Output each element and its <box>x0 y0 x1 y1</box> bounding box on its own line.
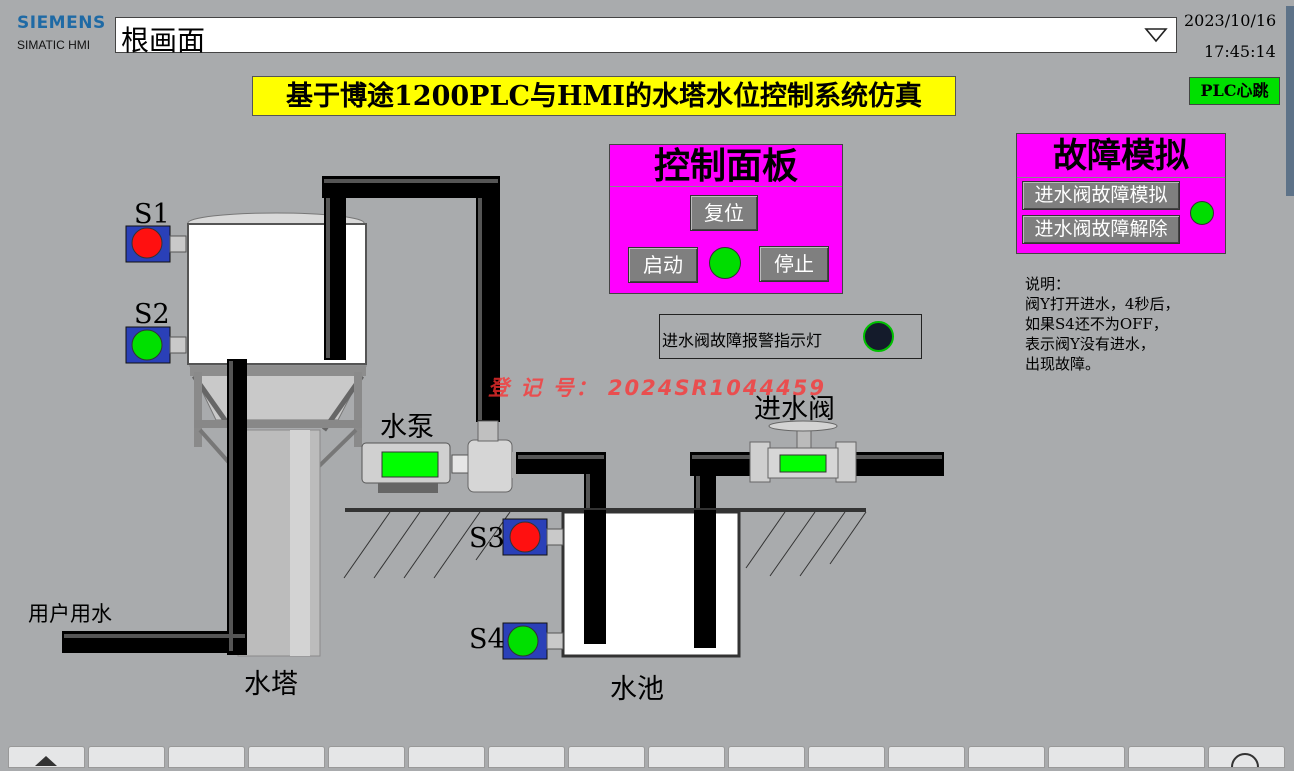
top-bar: SIEMENS SIMATIC HMI 根画面 2023/10/16 17:45… <box>0 0 1294 62</box>
stop-button[interactable]: 停止 <box>759 246 829 282</box>
run-indicator <box>709 247 741 279</box>
valve-label: 进水阀 <box>754 394 835 425</box>
function-key[interactable] <box>168 746 245 768</box>
alarm-label: 进水阀故障报警指示灯 <box>662 331 823 350</box>
sensor-s4-label: S4 <box>469 624 505 655</box>
screen-selector-value: 根画面 <box>121 24 206 57</box>
function-key[interactable] <box>328 746 405 768</box>
fault-indicator <box>1190 201 1214 225</box>
chevron-down-icon[interactable] <box>1144 24 1168 46</box>
pump-label: 水泵 <box>380 412 434 443</box>
control-panel-title: 控制面板 <box>610 145 842 187</box>
fault-panel-title: 故障模拟 <box>1017 134 1225 178</box>
settings-icon <box>1231 753 1259 771</box>
note-line: 说明： <box>1025 275 1071 293</box>
fault-clear-button[interactable]: 进水阀故障解除 <box>1022 215 1180 244</box>
function-key[interactable] <box>808 746 885 768</box>
function-key[interactable] <box>408 746 485 768</box>
function-key[interactable] <box>728 746 805 768</box>
home-icon <box>35 756 57 766</box>
function-key[interactable] <box>568 746 645 768</box>
sensor-s2-label: S2 <box>134 299 170 330</box>
function-key[interactable] <box>88 746 165 768</box>
pump-status-fill <box>381 451 439 478</box>
function-key[interactable] <box>1048 746 1125 768</box>
sensor-s4-indicator <box>507 625 539 657</box>
note-line: 表示阀Y没有进水， <box>1025 335 1155 353</box>
alarm-indicator <box>863 321 894 352</box>
sensor-s1-indicator <box>131 227 163 259</box>
clock-date: 2023/10/16 <box>1184 11 1277 30</box>
sensor-s3-label: S3 <box>469 523 505 554</box>
function-key[interactable] <box>648 746 725 768</box>
sensor-s2-indicator <box>131 329 163 361</box>
pool-label: 水池 <box>610 674 664 705</box>
start-button[interactable]: 启动 <box>628 247 698 283</box>
brand-subtitle: SIMATIC HMI <box>17 38 91 52</box>
function-key[interactable] <box>888 746 965 768</box>
description-note: 说明： 阀Y打开进水，4秒后， 如果S4还不为OFF， 表示阀Y没有进水， 出现故障。 <box>1025 274 1179 374</box>
function-key[interactable] <box>968 746 1045 768</box>
note-line: 如果S4还不为OFF， <box>1025 315 1168 333</box>
side-strip <box>1286 6 1294 196</box>
note-line: 出现故障。 <box>1025 355 1101 373</box>
function-key[interactable] <box>488 746 565 768</box>
screen-selector[interactable]: 根画面 <box>115 17 1177 57</box>
control-panel: 控制面板 复位 启动 停止 <box>609 144 843 294</box>
fault-simulation-panel: 故障模拟 进水阀故障模拟 进水阀故障解除 <box>1016 133 1226 254</box>
home-key[interactable] <box>8 746 85 768</box>
fault-simulate-button[interactable]: 进水阀故障模拟 <box>1022 181 1180 210</box>
valve-fault-alarm: 进水阀故障报警指示灯 <box>659 314 922 359</box>
sensor-s1-label: S1 <box>134 199 170 230</box>
function-key[interactable] <box>248 746 325 768</box>
settings-key[interactable] <box>1208 746 1285 771</box>
clock-time: 17:45:14 <box>1204 42 1276 61</box>
sensor-s3-indicator <box>509 521 541 553</box>
valve-status-fill <box>779 454 827 473</box>
function-key[interactable] <box>1128 746 1205 768</box>
plc-heartbeat-indicator: PLC心跳 <box>1189 77 1280 105</box>
brand-logo: SIEMENS <box>17 13 106 33</box>
note-line: 阀Y打开进水，4秒后， <box>1025 295 1180 313</box>
registration-watermark: 登 记 号： 2024SR1044459 <box>488 376 826 400</box>
user-water-label: 用户用水 <box>28 602 112 626</box>
tower-label: 水塔 <box>244 669 298 700</box>
page-title: 基于博途1200PLC与HMI的水塔水位控制系统仿真 <box>252 76 956 116</box>
reset-button[interactable]: 复位 <box>690 195 758 231</box>
